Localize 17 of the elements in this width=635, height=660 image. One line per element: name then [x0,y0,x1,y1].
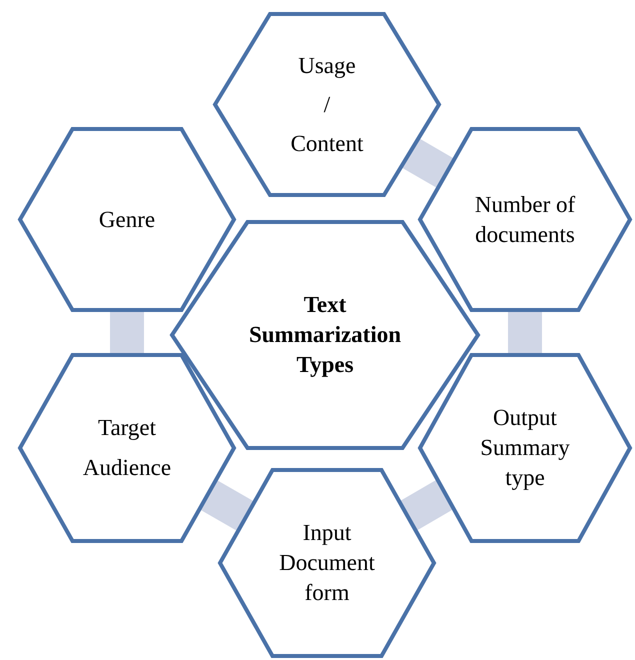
connector-band [400,480,453,530]
hexagon-label: Input Document form [278,519,376,607]
hexagon [18,127,236,312]
hexagon [418,353,632,543]
connector-band [508,312,542,353]
hexagon [18,353,236,543]
hexagon-label: Usage / Content [290,52,364,158]
hexagon-label: Target Audience [82,414,172,482]
hexagon-label: Output Summary type [479,404,571,492]
hexagon-label: Text Summarization Types [248,291,402,379]
hexagon [218,468,436,658]
hexagon [418,127,632,312]
connector-band [402,138,454,188]
hexagon-label: Genre [98,206,156,234]
hexagon-label: Number of documents [474,190,576,248]
hexagon [213,12,441,197]
connector-band [200,480,254,531]
